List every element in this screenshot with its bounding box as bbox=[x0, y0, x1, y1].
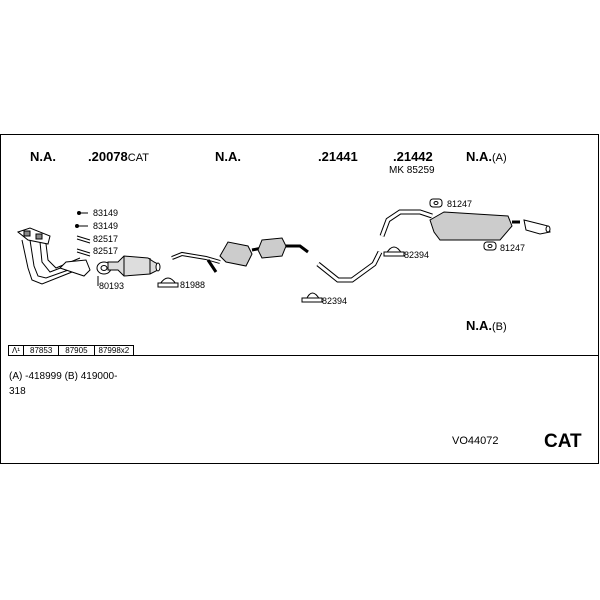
middle-silencer bbox=[219, 237, 309, 267]
hw-label-83149-a: 83149 bbox=[93, 208, 119, 218]
clamp-81988 bbox=[157, 277, 179, 288]
part-label-20078: .20078CAT bbox=[88, 149, 149, 164]
rear-silencer bbox=[379, 209, 520, 241]
hw-label-82394-b: 82394 bbox=[322, 296, 348, 306]
hw-label-82517-a: 82517 bbox=[93, 234, 119, 244]
part-label-21442: .21442 bbox=[393, 149, 433, 164]
bolts-nuts bbox=[75, 211, 91, 257]
exhaust-manifold bbox=[16, 227, 91, 285]
hw-label-82394-a: 82394 bbox=[404, 250, 430, 260]
part-label-na-2: N.A. bbox=[215, 149, 241, 164]
ref-cell-87998x2: 87998x2 bbox=[98, 346, 130, 355]
clamp-82394-a bbox=[383, 246, 405, 257]
kit-code: VO44072 bbox=[452, 435, 499, 447]
clamp-82394-b bbox=[301, 292, 323, 303]
part-label-21441: .21441 bbox=[318, 149, 358, 164]
ref-cell-87905: 87905 bbox=[59, 346, 95, 355]
hanger-81247-b bbox=[483, 241, 497, 251]
center-pipe bbox=[316, 250, 383, 283]
hanger-81247-a bbox=[429, 198, 443, 208]
hw-label-82517-b: 82517 bbox=[93, 246, 119, 256]
hw-label-81247-b: 81247 bbox=[500, 243, 526, 253]
cat-label: CAT bbox=[544, 431, 582, 452]
part-label-na-1: N.A. bbox=[30, 149, 56, 164]
ref-cell-87853: 87853 bbox=[24, 346, 60, 355]
mk-label: MK 85259 bbox=[389, 165, 435, 176]
hw-label-80193: 80193 bbox=[99, 281, 125, 291]
hw-label-81988: 81988 bbox=[180, 280, 206, 290]
reference-divider bbox=[8, 355, 599, 356]
catalytic-converter bbox=[107, 255, 161, 277]
tail-pipe bbox=[523, 219, 551, 235]
front-pipe bbox=[171, 251, 221, 273]
part-label-na-a: N.A.(A) bbox=[466, 149, 507, 164]
part-label-na-b: N.A.(B) bbox=[466, 318, 507, 333]
hw-label-81247-a: 81247 bbox=[447, 199, 473, 209]
diagram-frame bbox=[0, 134, 599, 464]
validity-note-line2: 318 bbox=[9, 386, 26, 397]
hw-label-83149-b: 83149 bbox=[93, 221, 119, 231]
ref-cell-symbol: Λ¹ bbox=[9, 346, 25, 355]
validity-note-line1: (A) -418999 (B) 419000- bbox=[9, 371, 118, 382]
